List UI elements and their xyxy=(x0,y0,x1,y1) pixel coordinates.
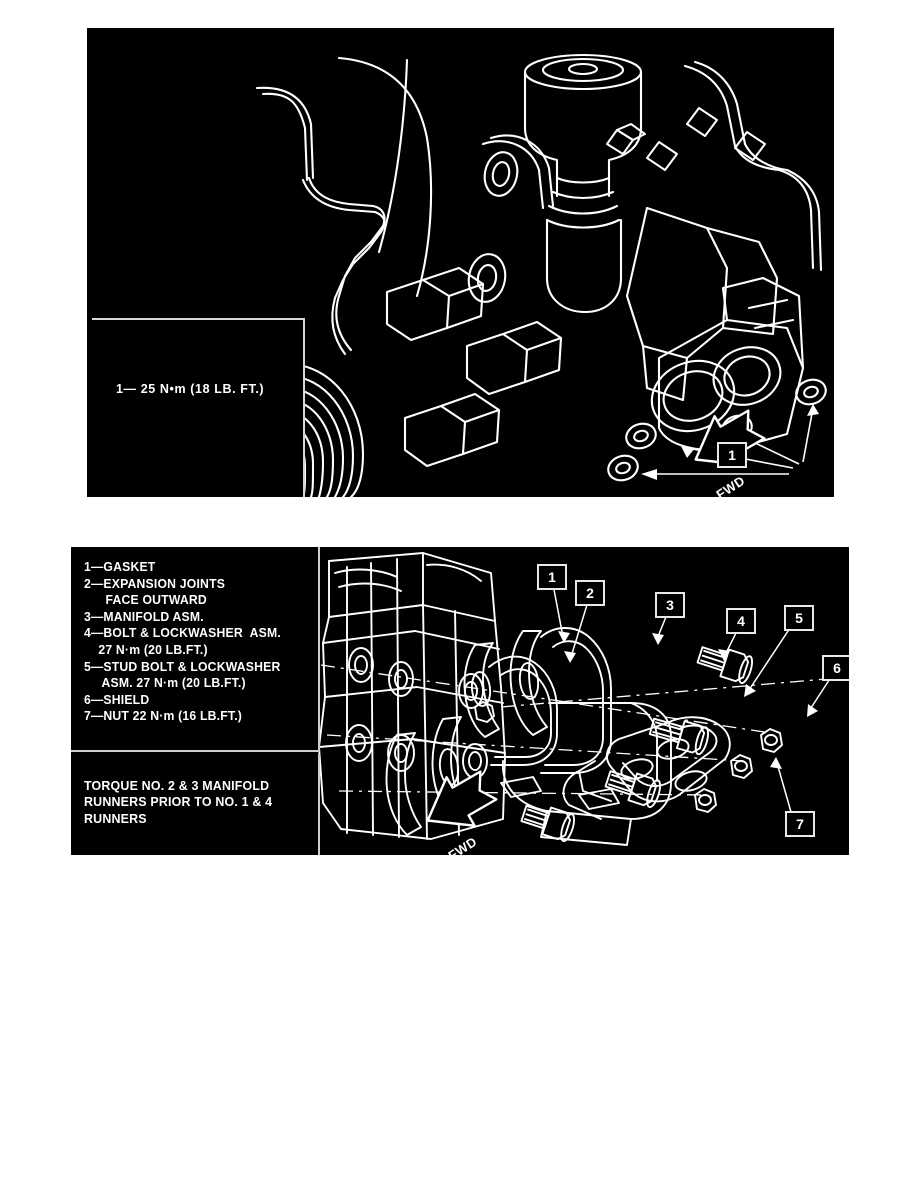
fastener-group xyxy=(474,646,783,843)
torque-sequence-note-box: TORQUE NO. 2 & 3 MANIFOLD RUNNERS PRIOR … xyxy=(71,754,320,855)
legend-item-7: 7—NUT 22 N·m (16 LB.FT.) xyxy=(84,709,243,724)
parts-legend-panel: 1—GASKET 2—EXPANSION JOINTS FACE OUTWARD… xyxy=(71,547,320,752)
legend-item-3: 3—MANIFOLD ASM. xyxy=(84,609,204,624)
legend-item-2: 2—EXPANSION JOINTS xyxy=(84,576,226,591)
callout-box-1-lower: 1 xyxy=(537,564,567,590)
callout-box-3-lower: 3 xyxy=(655,592,685,618)
fwd-arrow-lower xyxy=(426,770,498,827)
callout-box-1-upper: 1 xyxy=(717,442,747,468)
figure-upper-engine-view: 1— 25 N•m (18 LB. FT.) FWD 1 xyxy=(87,28,834,497)
legend-item-6: 6—SHIELD xyxy=(84,692,150,707)
legend-item-4: 4—BOLT & LOCKWASHER ASM. xyxy=(84,626,281,641)
assembly-centre-lines xyxy=(320,664,849,796)
parts-legend-list: 1—GASKET 2—EXPANSION JOINTS FACE OUTWARD… xyxy=(84,559,287,725)
torque-sequence-note-text: TORQUE NO. 2 & 3 MANIFOLD RUNNERS PRIOR … xyxy=(84,778,273,826)
legend-item-5: 5—STUD BOLT & LOCKWASHER xyxy=(84,659,281,674)
torque-legend-upper: 1— 25 N•m (18 LB. FT.) xyxy=(92,318,305,497)
torque-legend-upper-text: 1— 25 N•m (18 LB. FT.) xyxy=(116,382,265,396)
exhaust-manifold-line-art xyxy=(318,552,849,846)
figure-lower-exhaust-manifold: 1—GASKET 2—EXPANSION JOINTS FACE OUTWARD… xyxy=(71,547,849,855)
legend-item-2-cont: FACE OUTWARD xyxy=(84,593,207,608)
callout-box-6-lower: 6 xyxy=(822,655,849,681)
legend-item-5-cont: ASM. 27 N·m (20 LB.FT.) xyxy=(84,676,246,691)
engine-front-line-art xyxy=(255,53,827,497)
callout-box-4-lower: 4 xyxy=(726,608,756,634)
callout-box-7-lower: 7 xyxy=(785,811,815,837)
leader-arrowheads-lower xyxy=(558,631,818,769)
callout-box-2-lower: 2 xyxy=(575,580,605,606)
callout-box-5-lower: 5 xyxy=(784,605,814,631)
legend-item-4-cont: 27 N·m (20 LB.FT.) xyxy=(84,642,208,657)
legend-item-1: 1—GASKET xyxy=(84,560,156,574)
